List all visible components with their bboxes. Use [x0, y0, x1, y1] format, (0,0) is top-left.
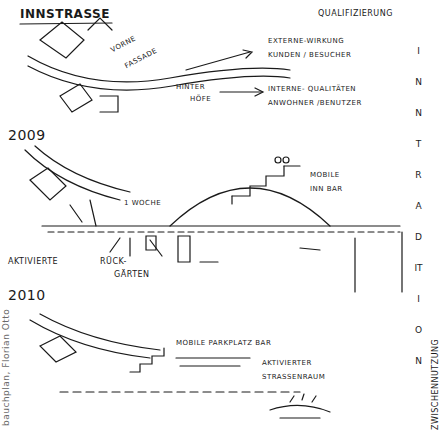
year: 2009 — [8, 128, 46, 143]
vertical-note: ZWISCHENNUTZUNG — [432, 339, 441, 430]
watermark: bauchplan, Florian Otto — [2, 309, 12, 426]
street-note: VORNE — [110, 35, 138, 55]
note: EXTERNE-WIRKUNG — [268, 38, 344, 46]
note: 1 WOCHE — [124, 200, 161, 208]
note: AKTIVIERTER — [262, 360, 312, 368]
vertical-word: INNTRADITION — [414, 36, 423, 377]
note: GÄRTEN — [114, 271, 150, 280]
note: MOBILE PARKPLATZ BAR — [176, 340, 271, 348]
street-note: HÖFE — [190, 96, 211, 104]
note: RÜCK- — [100, 258, 127, 267]
heading: QUALIFIZIERUNG — [318, 10, 393, 19]
sketch-title: INNSTRASSE — [20, 8, 110, 21]
note: ANWOHNER /BENUTZER — [268, 100, 362, 108]
street-note: HINTER — [176, 84, 205, 92]
street-note: FASSADE — [124, 47, 159, 70]
note: INN BAR — [310, 186, 343, 194]
note: INTERNE- QUALITÄTEN — [268, 86, 356, 94]
note: KUNDEN / BESUCHER — [268, 52, 351, 60]
year: 2010 — [8, 288, 46, 303]
note: AKTIVIERTE — [8, 258, 58, 267]
note: MOBILE — [310, 172, 340, 180]
note: STRASSENRAUM — [262, 374, 325, 382]
